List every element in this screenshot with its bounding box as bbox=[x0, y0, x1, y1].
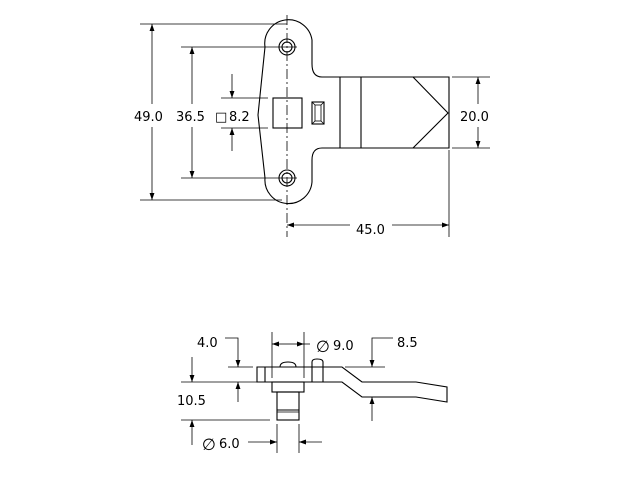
square-hole bbox=[272, 97, 303, 129]
dimension-overall-height: 49.0 bbox=[134, 23, 287, 201]
svg-text:49.0: 49.0 bbox=[134, 110, 163, 125]
svg-text:10.5: 10.5 bbox=[177, 394, 206, 409]
dimension-stud-diameter: ∅ 6.0 bbox=[202, 424, 322, 454]
svg-text:9.0: 9.0 bbox=[333, 339, 354, 354]
svg-text:36.5: 36.5 bbox=[176, 110, 205, 125]
svg-text:4.0: 4.0 bbox=[197, 336, 218, 351]
dimension-square-size: □ 8.2 bbox=[215, 74, 268, 151]
svg-text:∅: ∅ bbox=[316, 337, 330, 356]
dimension-arm-length: 45.0 bbox=[287, 150, 450, 238]
dimension-arm-width: 20.0 bbox=[452, 76, 490, 149]
plate-outline bbox=[257, 19, 450, 205]
slot bbox=[311, 101, 325, 125]
svg-text:6.0: 6.0 bbox=[219, 437, 240, 452]
svg-text:20.0: 20.0 bbox=[460, 110, 489, 125]
side-view: 4.0 10.5 ∅ 9.0 8.5 bbox=[177, 332, 448, 454]
dimension-stud-length: 10.5 bbox=[177, 357, 270, 445]
svg-text:8.5: 8.5 bbox=[397, 336, 418, 351]
dimension-bushing-diameter: ∅ 9.0 bbox=[271, 332, 354, 378]
svg-text:45.0: 45.0 bbox=[356, 223, 385, 238]
svg-text:□: □ bbox=[215, 110, 227, 125]
svg-text:∅: ∅ bbox=[202, 435, 216, 454]
top-view: 49.0 36.5 □ 8.2 20.0 bbox=[134, 15, 490, 238]
side-outline bbox=[256, 358, 448, 421]
svg-text:8.2: 8.2 bbox=[229, 110, 250, 125]
dimension-hole-spacing: 36.5 bbox=[176, 46, 277, 179]
dimension-arm-offset: 8.5 bbox=[345, 336, 418, 421]
dimension-plate-thickness: 4.0 bbox=[197, 336, 253, 402]
